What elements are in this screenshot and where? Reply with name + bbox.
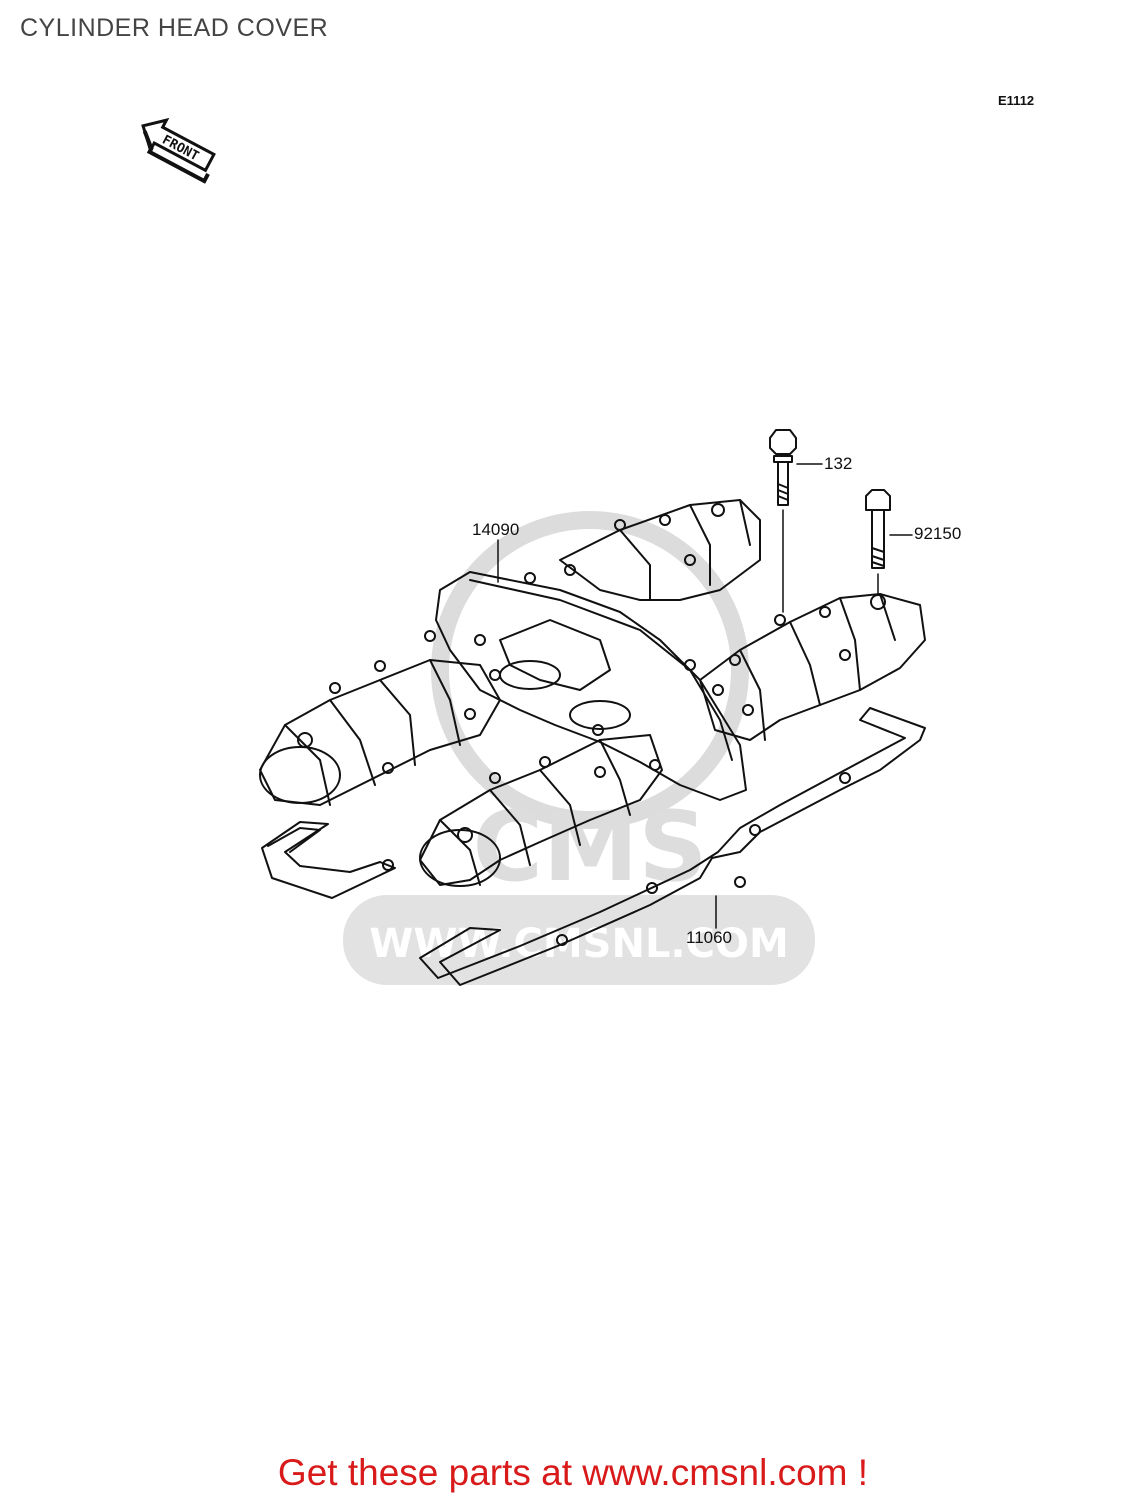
part-label-14090: 14090 — [472, 520, 520, 539]
part-label-92150: 92150 — [914, 524, 962, 543]
promo-text[interactable]: Get these parts at www.cmsnl.com ! — [277, 1452, 869, 1493]
watermark-url: WWW.CMSNL.COM — [369, 921, 789, 967]
cover-front-right — [419, 734, 663, 886]
page-title: CYLINDER HEAD COVER — [20, 14, 329, 42]
cover-rear-left — [559, 499, 761, 601]
part-label-132: 132 — [824, 454, 853, 473]
watermark-brand: CMS — [472, 791, 707, 903]
promo-banner[interactable]: Get these parts at www.cmsnl.com ! — [0, 1452, 1146, 1494]
part-label-11060: 11060 — [686, 928, 733, 947]
cover-rear-right — [699, 593, 926, 741]
bolt-132 — [769, 429, 797, 613]
cover-front-left — [259, 659, 501, 806]
front-arrow-icon: FRONT — [141, 117, 216, 184]
gasket-right — [419, 707, 926, 986]
gasket-left — [261, 821, 396, 899]
bolt-92150 — [865, 489, 891, 596]
cover-body — [435, 571, 747, 801]
diagram-code: E1112 — [998, 93, 1035, 108]
